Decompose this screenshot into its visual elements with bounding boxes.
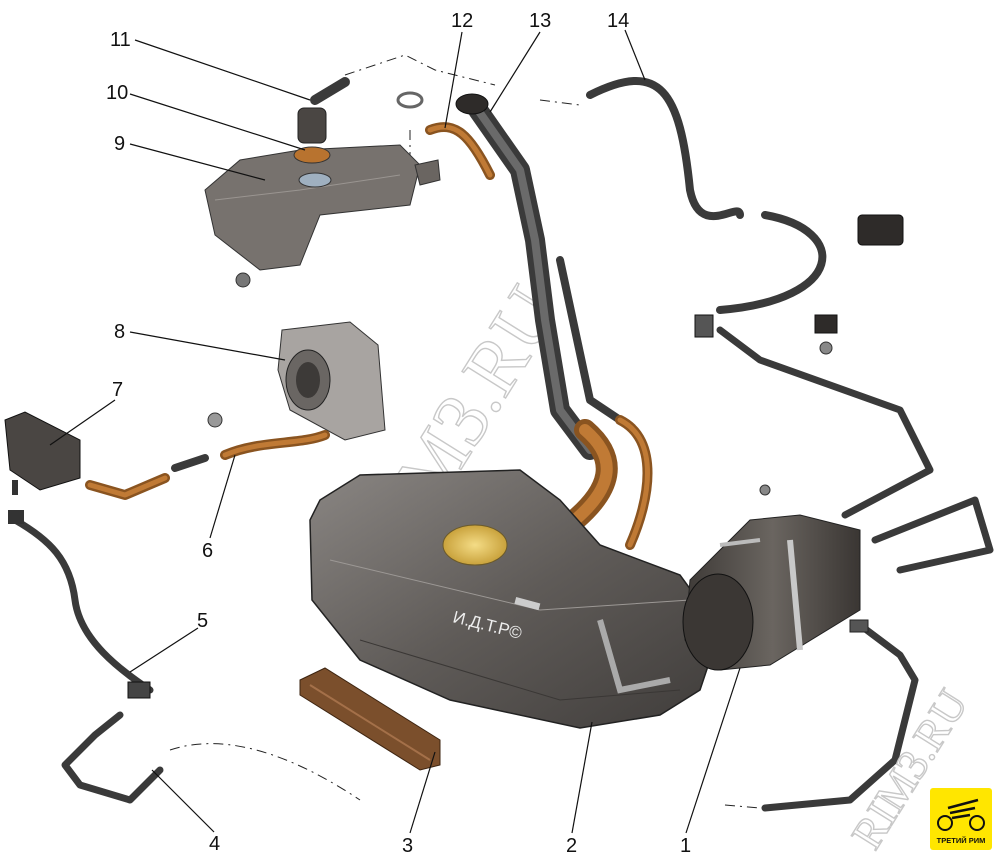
callout-6: 6: [202, 540, 213, 562]
callout-10: 10: [106, 82, 128, 104]
fuel-tank: И.Д.Т.Р©: [309, 469, 721, 729]
dash-line: [724, 804, 761, 809]
dash-line: [344, 54, 496, 86]
callout-11: 11: [110, 29, 131, 51]
vacuum-hose: [11, 516, 154, 694]
callout-1: 1: [680, 835, 691, 857]
callout-3: 3: [402, 835, 413, 857]
canister-hose: [871, 496, 994, 574]
fuel-pump-cover: [442, 524, 508, 566]
callout-12: 12: [451, 10, 473, 32]
hose-connector: [694, 314, 714, 338]
dash-line: [169, 743, 361, 801]
purge-hose: [586, 76, 744, 221]
hose-clamp: [396, 91, 424, 109]
callout-8: 8: [114, 321, 125, 343]
callout-13: 13: [529, 10, 551, 32]
evap-canister: [682, 484, 861, 671]
canister-hose: [716, 326, 934, 519]
logo-tretiy-rim: ТРЕТИЙ РИМ: [930, 788, 992, 850]
vent-hose: [615, 415, 653, 550]
reservoir-cap: [297, 77, 350, 144]
purge-hose: [716, 211, 827, 314]
callout-9: 9: [114, 133, 125, 155]
throttle-body: [277, 321, 386, 441]
vacuum-hose-4: [61, 711, 164, 804]
expansion-tank: [204, 144, 441, 288]
callout-5: 5: [197, 610, 208, 632]
callout-2: 2: [566, 835, 577, 857]
bracket: [814, 314, 838, 334]
callout-7: 7: [112, 379, 123, 401]
leader-lines: [49, 29, 741, 834]
logo-text: ТРЕТИЙ РИМ: [937, 836, 986, 845]
purge-valve: [857, 214, 904, 246]
mounting-bracket: [299, 667, 441, 771]
purge-solenoid: [4, 411, 81, 495]
dash-line: [539, 99, 581, 106]
canister-hose: [761, 621, 919, 812]
callout-4: 4: [209, 833, 220, 855]
filler-neck: [455, 93, 624, 460]
filler-ring: [293, 146, 331, 164]
callout-14: 14: [607, 10, 629, 32]
